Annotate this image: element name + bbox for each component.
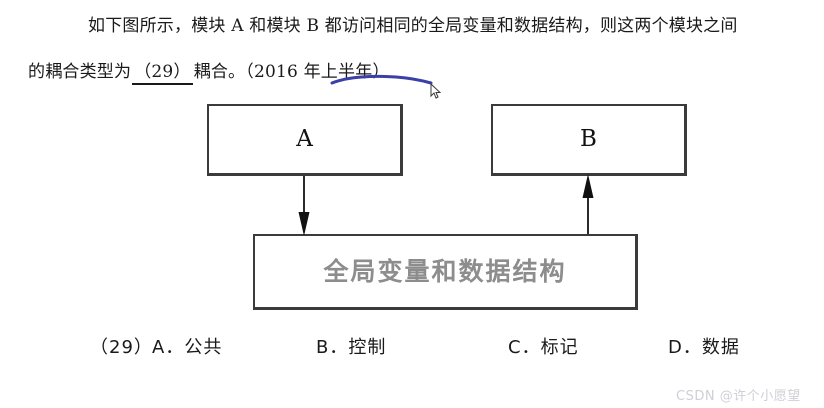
arrow-global-to-b	[582, 174, 594, 234]
diagram-box-a-label: A	[296, 126, 313, 152]
question-line-1: 如下图所示，模块 A 和模块 B 都访问相同的全局变量和数据结构，则这两个模块之…	[88, 16, 738, 36]
question-line-2: 的耦合类型为（29）耦合。（2016 年上半年）	[28, 57, 390, 85]
diagram-box-b-label: B	[580, 126, 597, 152]
question-line-2-prefix: 的耦合类型为	[28, 62, 132, 82]
option-b[interactable]: B．控制	[316, 337, 387, 358]
arrow-a-to-global	[298, 176, 310, 236]
diagram-box-b: B	[491, 104, 687, 176]
option-d[interactable]: D．数据	[668, 337, 740, 358]
diagram-box-global-data-label: 全局变量和数据结构	[323, 257, 567, 286]
diagram-box-a: A	[207, 104, 403, 176]
option-c[interactable]: C．标记	[508, 337, 579, 358]
csdn-watermark: CSDN @许个小愿望	[676, 389, 801, 404]
option-question-number: （29）	[90, 337, 153, 358]
answer-blank-29: （29）	[132, 57, 193, 85]
diagram-box-global-data: 全局变量和数据结构	[253, 234, 638, 310]
blue-highlight-underline	[330, 74, 433, 85]
option-a[interactable]: A．公共	[152, 337, 223, 358]
question-line-2-suffix: 耦合。（2016 年上半年）	[193, 62, 390, 82]
mouse-pointer-icon	[430, 84, 441, 99]
